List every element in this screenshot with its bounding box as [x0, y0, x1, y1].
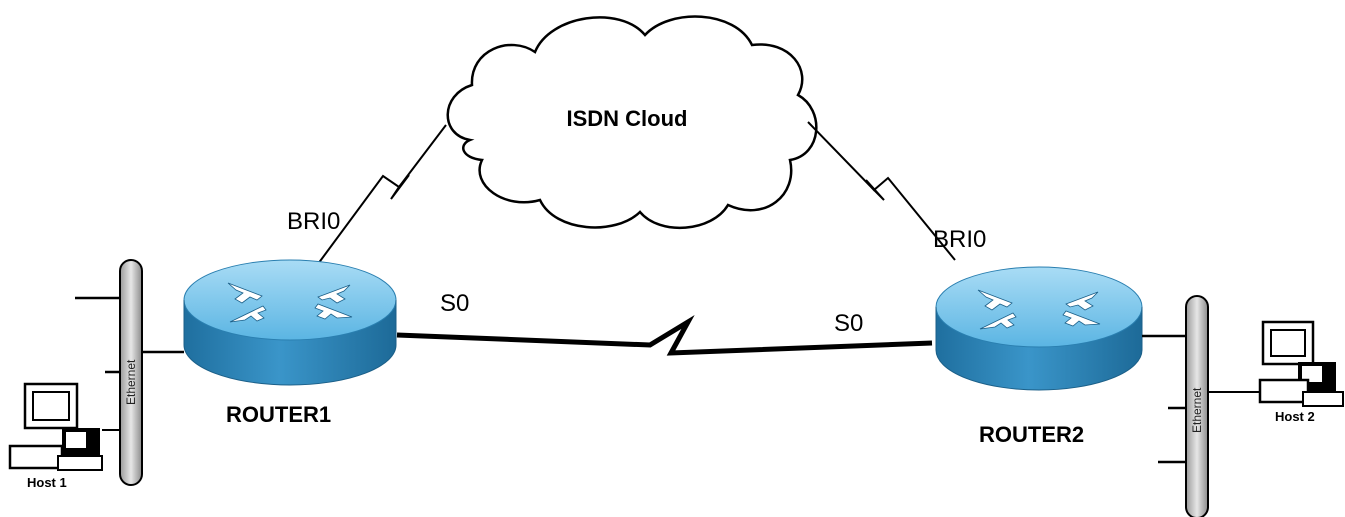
right-ethernet-label: Ethernet	[1190, 387, 1204, 433]
router2-label: ROUTER2	[979, 422, 1084, 447]
host2[interactable]: Host 2	[1258, 320, 1344, 424]
cloud-label: ISDN Cloud	[567, 106, 688, 131]
ethernet-bus	[1185, 295, 1209, 517]
bri-link-router1	[314, 124, 447, 269]
left-ethernet-label: Ethernet	[124, 359, 138, 405]
serial-link	[396, 315, 933, 356]
host1[interactable]: Host 1	[8, 382, 120, 490]
bri-link-router2	[807, 121, 956, 261]
router1-serial-label: S0	[440, 290, 469, 317]
computer-icon	[1258, 320, 1344, 407]
router2-bri-label: BRI0	[933, 226, 986, 253]
left-ethernet-segment: Ethernet	[75, 259, 184, 486]
computer-icon	[8, 382, 120, 471]
router-icon	[935, 266, 1143, 391]
host1-label: Host 1	[27, 475, 67, 490]
router-icon	[183, 259, 397, 386]
host2-label: Host 2	[1275, 409, 1315, 424]
router1[interactable]: ROUTER1	[183, 259, 397, 427]
router1-bri-label: BRI0	[287, 208, 340, 235]
isdn-cloud: ISDN Cloud	[446, 15, 818, 230]
router2-serial-label: S0	[834, 310, 863, 337]
ethernet-bus	[119, 259, 143, 486]
router2[interactable]: ROUTER2	[935, 266, 1143, 447]
router1-label: ROUTER1	[226, 402, 331, 427]
cloud-icon	[446, 15, 818, 230]
right-ethernet-segment: Ethernet	[1142, 295, 1262, 517]
